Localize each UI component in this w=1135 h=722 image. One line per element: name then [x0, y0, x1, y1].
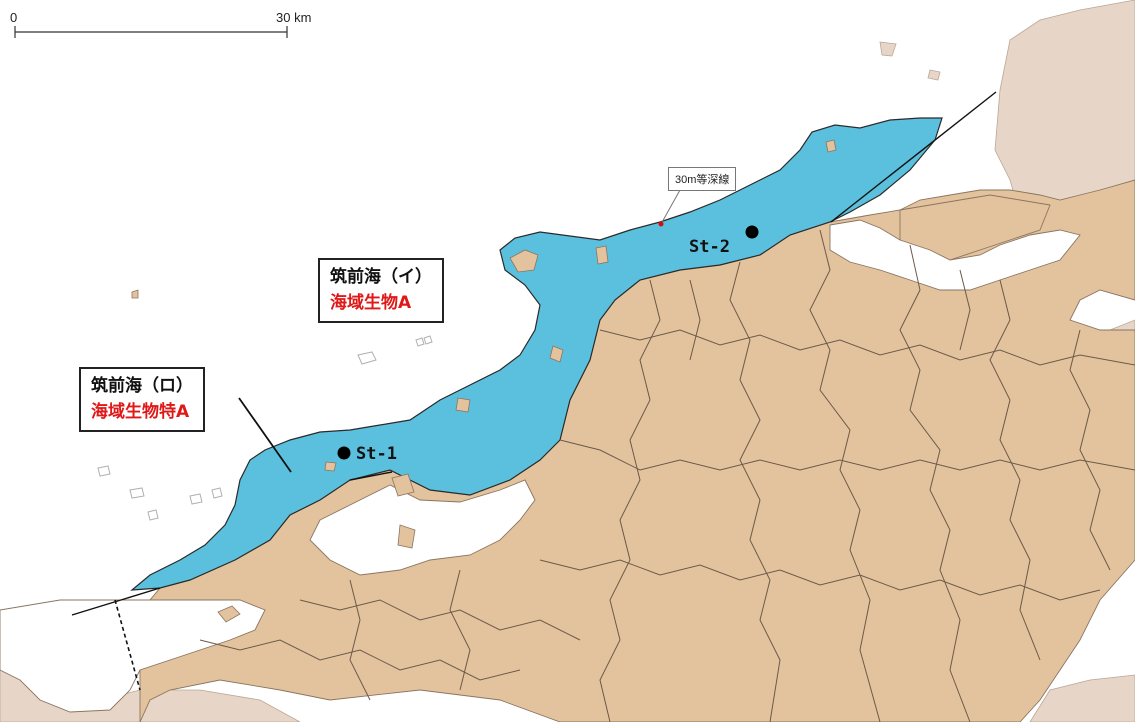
municipal-boundaries: [199, 229, 1135, 722]
scale-end-label: 30 km: [276, 10, 312, 25]
area-label-i: 筑前海（イ） 海域生物A: [318, 258, 444, 323]
scale-start-label: 0: [10, 10, 18, 25]
scale-bar: [14, 26, 288, 38]
offshore-islets: [97, 335, 433, 521]
area-label-ro: 筑前海（ロ） 海域生物特A: [79, 367, 205, 432]
zone-boundaries: [71, 91, 997, 691]
area-i-class: 海域生物A: [330, 293, 412, 313]
islands: [131, 139, 837, 623]
area-ro-class: 海域生物特A: [91, 402, 190, 422]
station-st1-label: St-1: [356, 444, 397, 464]
label-leader-ro: [238, 397, 292, 473]
sea-zone: [130, 117, 943, 591]
depth-contour-callout: 30m等深線: [668, 167, 737, 191]
depth-contour-point: [658, 221, 664, 227]
station-st1-marker: [337, 446, 351, 460]
station-st2-label: St-2: [689, 237, 730, 257]
area-i-name: 筑前海（イ）: [330, 267, 432, 287]
callout-leader: [660, 189, 681, 225]
station-st2-marker: [745, 225, 759, 239]
bays: [0, 219, 1081, 713]
area-ro-name: 筑前海（ロ）: [91, 376, 193, 396]
